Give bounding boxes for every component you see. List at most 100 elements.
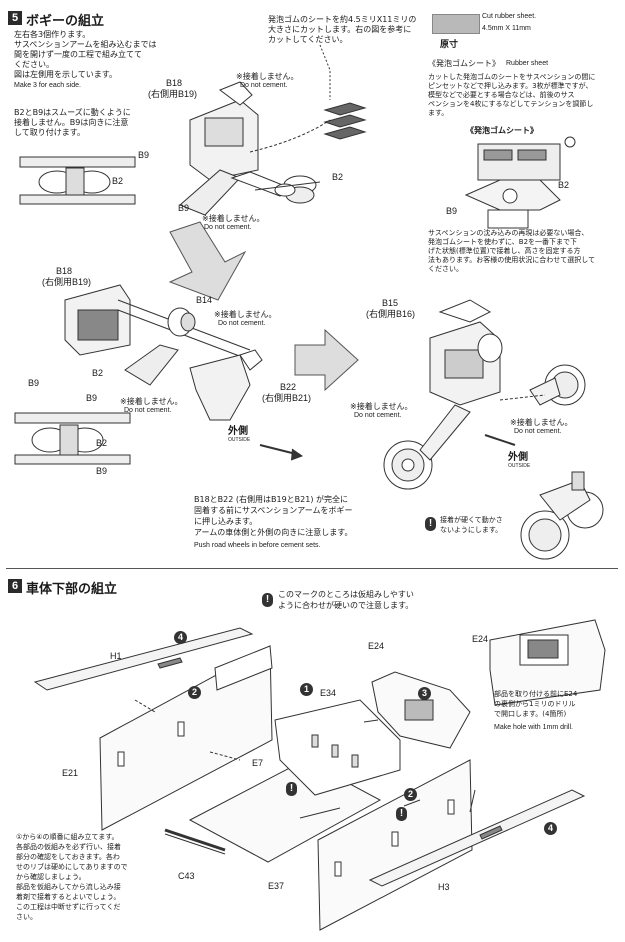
order-note-9: さい。 (16, 913, 37, 921)
part-label-b9-c: B9 (446, 206, 458, 216)
tight-note-2: ないようにします。 (440, 526, 503, 534)
section-title: ボギーの組立 (26, 14, 105, 29)
caution-icon: ! (425, 517, 436, 531)
part-label-h3: H3 (438, 882, 450, 892)
suspension-note-2: 発泡ゴムシートを使わずに、B2を一番下まで下 (428, 238, 578, 246)
bogie-drawing-middle (64, 284, 263, 421)
b18-note-en: Push road wheels in before cement sets. (194, 542, 321, 549)
cut-rubber-en: Cut rubber sheet. (482, 13, 537, 20)
part-label-b9-a: B9 (138, 150, 150, 160)
part-label-b2-c: B2 (558, 180, 570, 190)
order-note-5: から確認しましょう。 (16, 873, 86, 881)
bogie-drawing-right (383, 299, 604, 560)
part-label-b14: B14 (196, 295, 213, 305)
intro-line-2: サスペンションアームを組み込むまでは (14, 40, 157, 49)
intro-line-4: ください。 (14, 60, 54, 69)
arrow-down-icon (168, 221, 247, 301)
part-label-h1: H1 (110, 651, 122, 661)
arrow-right-icon (294, 328, 359, 392)
order-note-2: 各部品の仮組みを必ず行い、接着 (16, 843, 121, 851)
rubber-sheet-stack (323, 102, 367, 140)
b2b9-note-2: 接着しません。B9は向きに注意 (14, 118, 129, 127)
outside-label-en-b: OUTSIDE (508, 463, 531, 469)
part-label-b9-b: B9 (178, 203, 190, 213)
rubber-note-2: 大きさにカットします。右の図を参考に (268, 25, 412, 34)
no-cement-en-f: Do not cement. (514, 428, 562, 435)
tight-note-1: 接着が硬くて動かさ (440, 516, 503, 524)
rubber-sheet-title-2: 《発泡ゴムシート》 (466, 126, 538, 135)
part-label-e34: E34 (320, 688, 337, 698)
part-label-e24-a: E24 (368, 641, 385, 651)
part-label-c43: C43 (178, 871, 195, 881)
section-number-badge: 5 (8, 11, 22, 25)
no-cement-jp-e: ※接着しません。 (350, 402, 413, 411)
intro-line-5: 図は左側用を示しています。 (14, 70, 117, 79)
no-cement-jp-c: ※接着しません。 (214, 310, 277, 319)
part-label-b2-a: B2 (112, 176, 124, 186)
bogie-sketch-top-left (19, 156, 136, 205)
order-note-6: 部品を仮組みしてから流し込み接 (16, 883, 121, 891)
intro-line-1: 左右各3個作ります。 (14, 30, 91, 39)
b18-note-4: アームの車体側と外側の向きに注意します。 (194, 528, 353, 537)
intro-line-3: 間を開けず一度の工程で組み立てて (14, 50, 142, 59)
part-label-b18-right-a: (右側用B19) (148, 89, 198, 99)
part-label-e21: E21 (62, 768, 79, 778)
hole-note-3: で開口します。(4箇所) (494, 710, 567, 718)
b18-note-1: B18とB22 (右側用はB19とB21) が完全に (194, 495, 348, 504)
part-label-e37: E37 (268, 881, 285, 891)
rubber-sheet-detail (464, 136, 576, 229)
part-label-b22: B22 (280, 382, 297, 392)
no-cement-en-e: Do not cement. (354, 412, 402, 419)
step-badge-4a: 4 (174, 631, 187, 644)
part-label-b15-right: (右側用B16) (366, 309, 416, 319)
no-cement-jp-b: ※接着しません。 (202, 214, 265, 223)
part-label-e24-b: E24 (472, 634, 489, 644)
step-badge-3: 3 (418, 687, 431, 700)
rubber-sheet-en: Rubber sheet (506, 60, 549, 67)
part-label-b2-d: B2 (92, 368, 104, 378)
part-label-b18-b: B18 (56, 266, 73, 276)
mark-note-1: このマークのところは仮組みしやすい (278, 590, 414, 599)
order-note-8: この工程は中断せずに行ってくだ (16, 903, 121, 911)
order-note-3: 部分の確認をしておきます。各わ (16, 853, 120, 861)
part-label-b18-a: B18 (166, 78, 183, 88)
caution-icon: ! (262, 593, 273, 607)
step-badge-4b: 4 (544, 822, 557, 835)
no-cement-en-d: Do not cement. (124, 407, 172, 414)
step-badge-2a: 2 (188, 686, 201, 699)
outside-label-jp-b: 外側 (508, 452, 528, 463)
hole-note-en: Make hole with 1mm drill. (494, 724, 573, 731)
suspension-note-3: げた状態(標準位置)で接着し、高さを固定する方 (428, 247, 581, 255)
intro-english: Make 3 for each side. (14, 82, 81, 89)
part-label-b9-d: B9 (28, 378, 40, 388)
order-note-1: ①から④の順番に組み立てます。 (16, 833, 119, 841)
part-label-b9-f: B9 (96, 466, 108, 476)
hole-note-2: の裏側から1ミリのドリル (494, 700, 576, 708)
b2b9-note-1: B2とB9はスムーズに動くように (14, 108, 131, 117)
section-title-6: 車体下部の組立 (26, 582, 118, 597)
rubber-desc-2: ピンセットなどで押し込みます。3枚が標準ですが、 (428, 82, 593, 90)
rubber-desc-1: カットした発泡ゴムのシートをサスペンションの間に (428, 73, 596, 81)
b18-note-2: 固着する前にサスペンションアームをボギー (194, 506, 353, 515)
suspension-note-1: サスペンションの沈み込みの再現は必要ない場合、 (428, 229, 589, 237)
rubber-sheet-swatch (432, 14, 480, 34)
rubber-note-3: カットしてください。 (268, 35, 348, 44)
order-note-4: せのリブは硬めにしてありますので (16, 863, 128, 871)
order-note-7: 着剤で接着するとよいでしょう。 (16, 893, 121, 901)
rubber-desc-3: 模型などで必要とする場合などは、前後のサス (428, 91, 575, 99)
b18-note-3: に押し込みます。 (194, 517, 258, 526)
caution-icon: ! (396, 807, 407, 821)
bogie-drawing-top (179, 81, 331, 216)
no-cement-jp-a: ※接着しません。 (236, 72, 299, 81)
rubber-note-1: 発泡ゴムのシートを約4.5ミリX11ミリの (268, 15, 417, 24)
mark-note-2: ように合わせが硬いので注意します。 (278, 601, 414, 610)
no-cement-jp-f: ※接着しません。 (510, 418, 573, 427)
part-label-e7: E7 (252, 758, 264, 768)
caution-icon: ! (286, 782, 297, 796)
suspension-note-5: ください。 (428, 265, 463, 273)
part-label-b18-right-b: (右側用B19) (42, 277, 92, 287)
outside-label-jp-a: 外側 (228, 426, 248, 437)
actual-size-label: 原寸 (440, 40, 459, 50)
rubber-desc-5: ます。 (428, 109, 449, 117)
